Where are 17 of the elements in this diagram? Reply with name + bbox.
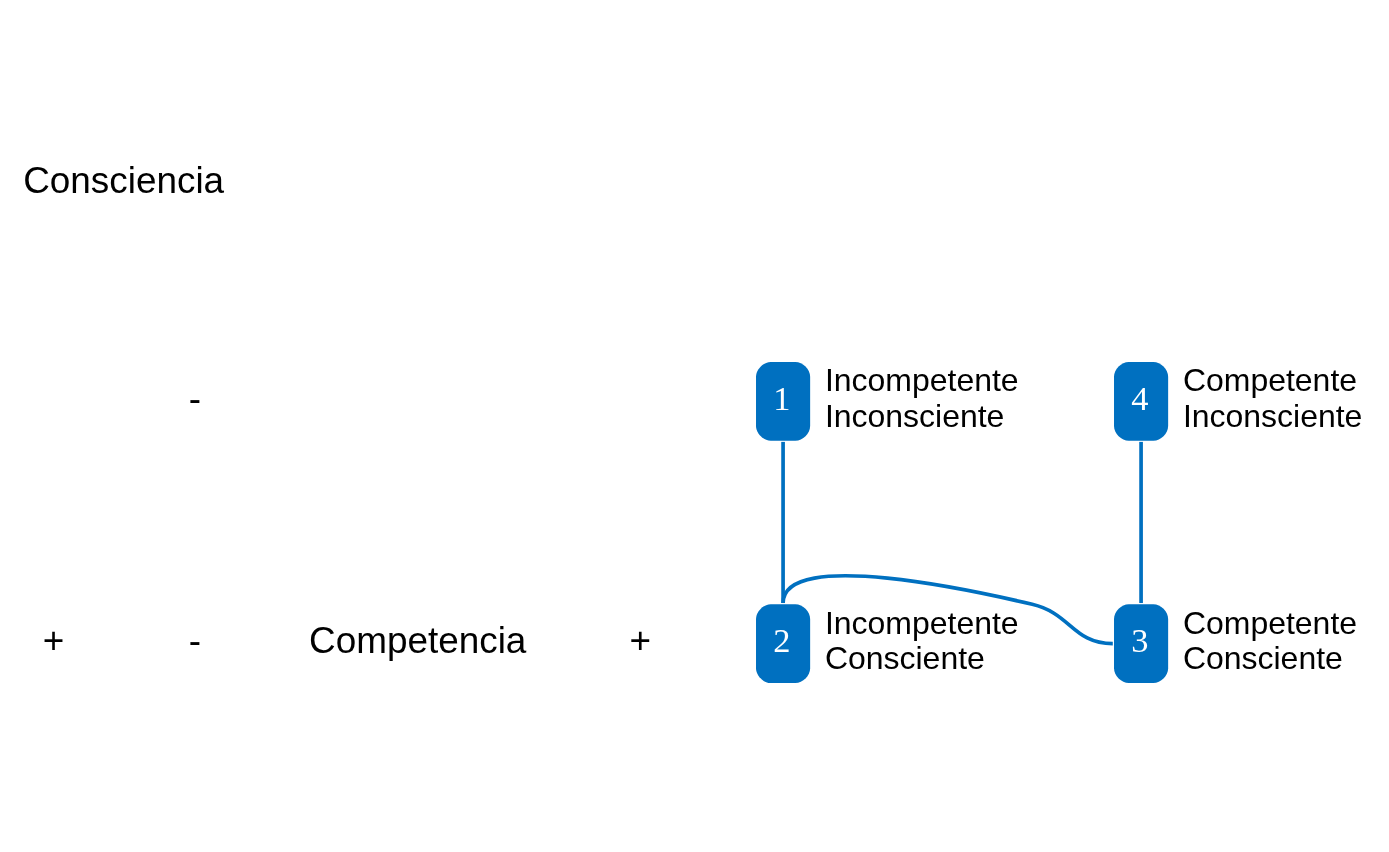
connector	[781, 441, 785, 603]
label: -	[188, 619, 202, 661]
label: +	[629, 619, 652, 661]
label: Competencia	[309, 619, 527, 661]
node-box: 2	[756, 603, 811, 683]
label: +	[42, 619, 65, 661]
connector	[1139, 441, 1143, 603]
node-label: Competente Consciente	[1182, 604, 1358, 676]
node-label: Competente Inconsciente	[1182, 361, 1363, 434]
node-box: 4	[1114, 361, 1169, 441]
node-label: Incompetente Consciente	[824, 604, 1019, 676]
label: -	[188, 377, 202, 419]
node-box: 1	[756, 361, 811, 441]
connector	[781, 573, 1113, 645]
label: Consciencia	[23, 159, 225, 201]
node-label: Incompetente Inconsciente	[824, 361, 1019, 434]
node-box: 3	[1114, 603, 1169, 683]
